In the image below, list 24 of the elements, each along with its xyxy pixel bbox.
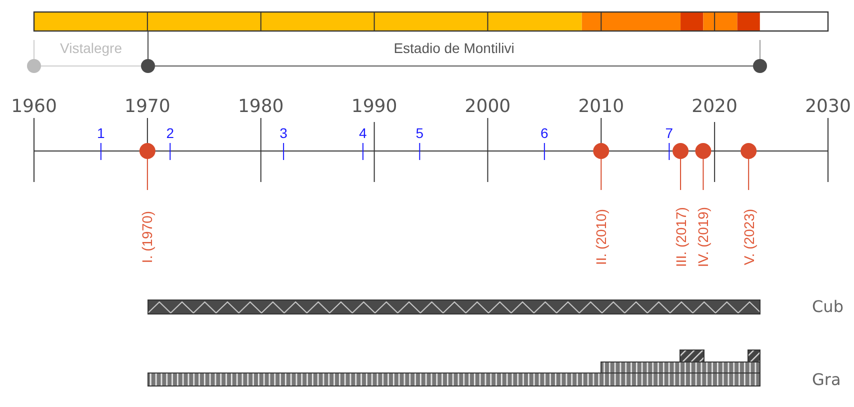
- milestone-label: II. (2010): [594, 208, 608, 266]
- venue-name: Vistalegre: [60, 41, 122, 55]
- milestone-label: III. (2017): [674, 207, 688, 267]
- milestone-label: V. (2023): [742, 208, 756, 266]
- milestone-label: IV. (2019): [696, 206, 710, 268]
- year-label: 2010: [578, 98, 624, 116]
- callout-number: 7: [665, 126, 674, 140]
- year-label: 2020: [692, 98, 738, 116]
- year-label: 1980: [238, 98, 284, 116]
- callout-number: 6: [540, 126, 548, 140]
- row-label: Cub: [812, 299, 844, 315]
- callout-number: 3: [280, 126, 288, 140]
- callout-number: 4: [359, 126, 367, 140]
- row-label: Gra: [812, 372, 841, 388]
- callout-number: 2: [166, 126, 174, 140]
- milestone-label: I. (1970): [140, 210, 154, 264]
- year-label: 1960: [11, 98, 57, 116]
- callout-number: 1: [97, 126, 105, 140]
- year-label: 1970: [124, 98, 170, 116]
- callout-number: 5: [416, 126, 424, 140]
- year-label: 2000: [464, 98, 511, 116]
- year-label: 1990: [351, 98, 398, 116]
- year-label: 2030: [805, 98, 851, 116]
- venue-name: Estadio de Montilivi: [394, 41, 514, 55]
